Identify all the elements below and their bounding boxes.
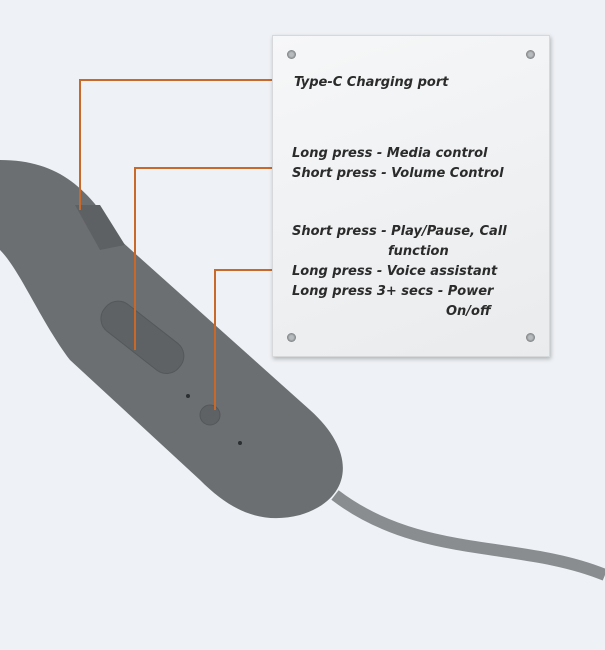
mic-hole [186,394,190,398]
screw-icon [287,333,296,342]
leader-line-multifunction [214,269,285,410]
label-mfb-power: Long press 3+ secs - Power [292,284,494,299]
multifunction-button [199,404,221,426]
charging-port [75,205,125,250]
screw-icon [526,333,535,342]
label-mfb-short-cont: function [388,244,449,259]
led-indicator [238,441,242,445]
cable [331,490,605,581]
label-mfb-power-cont: On/off [446,304,491,319]
label-volume-short: Short press - Volume Control [292,166,504,181]
label-mfb-short: Short press - Play/Pause, Call [292,224,507,239]
screw-icon [287,50,296,59]
volume-rocker [100,300,185,374]
screw-icon [526,50,535,59]
label-volume-long: Long press - Media control [292,146,488,161]
leader-line-charging-port [79,79,285,210]
label-charging-port: Type-C Charging port [294,75,449,90]
label-panel [272,35,550,357]
label-mfb-long: Long press - Voice assistant [292,264,498,279]
leader-line-volume [134,167,285,350]
